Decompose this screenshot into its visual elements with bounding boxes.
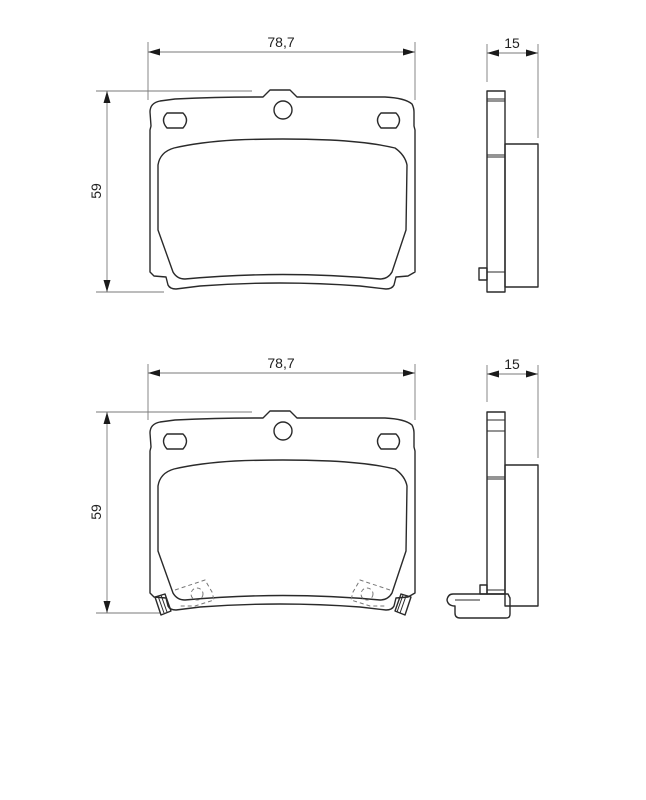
bottom-front-view: 78,7 59: [88, 355, 416, 616]
bottom-side-view: 15: [446, 356, 539, 619]
wear-sensor-clip-right: [394, 593, 412, 616]
brake-pad-outline: [149, 89, 416, 290]
width-dimension-label: 78,7: [267, 355, 294, 371]
thickness-dimension-label: 15: [504, 356, 520, 372]
hidden-wear-indicator-left: [174, 579, 215, 607]
top-front-view: 78,7 59: [88, 34, 416, 293]
width-dimension-label: 78,7: [267, 34, 294, 50]
height-dimension-label: 59: [88, 504, 104, 520]
height-dimension-label: 59: [88, 183, 104, 199]
wear-sensor-connector: [446, 584, 511, 619]
thickness-dimension-label: 15: [504, 35, 520, 51]
hidden-wear-indicator-right: [350, 579, 391, 607]
top-side-view: 15: [478, 35, 539, 293]
wear-sensor-clip-left: [154, 593, 172, 616]
brake-pad-outline: [149, 410, 416, 611]
